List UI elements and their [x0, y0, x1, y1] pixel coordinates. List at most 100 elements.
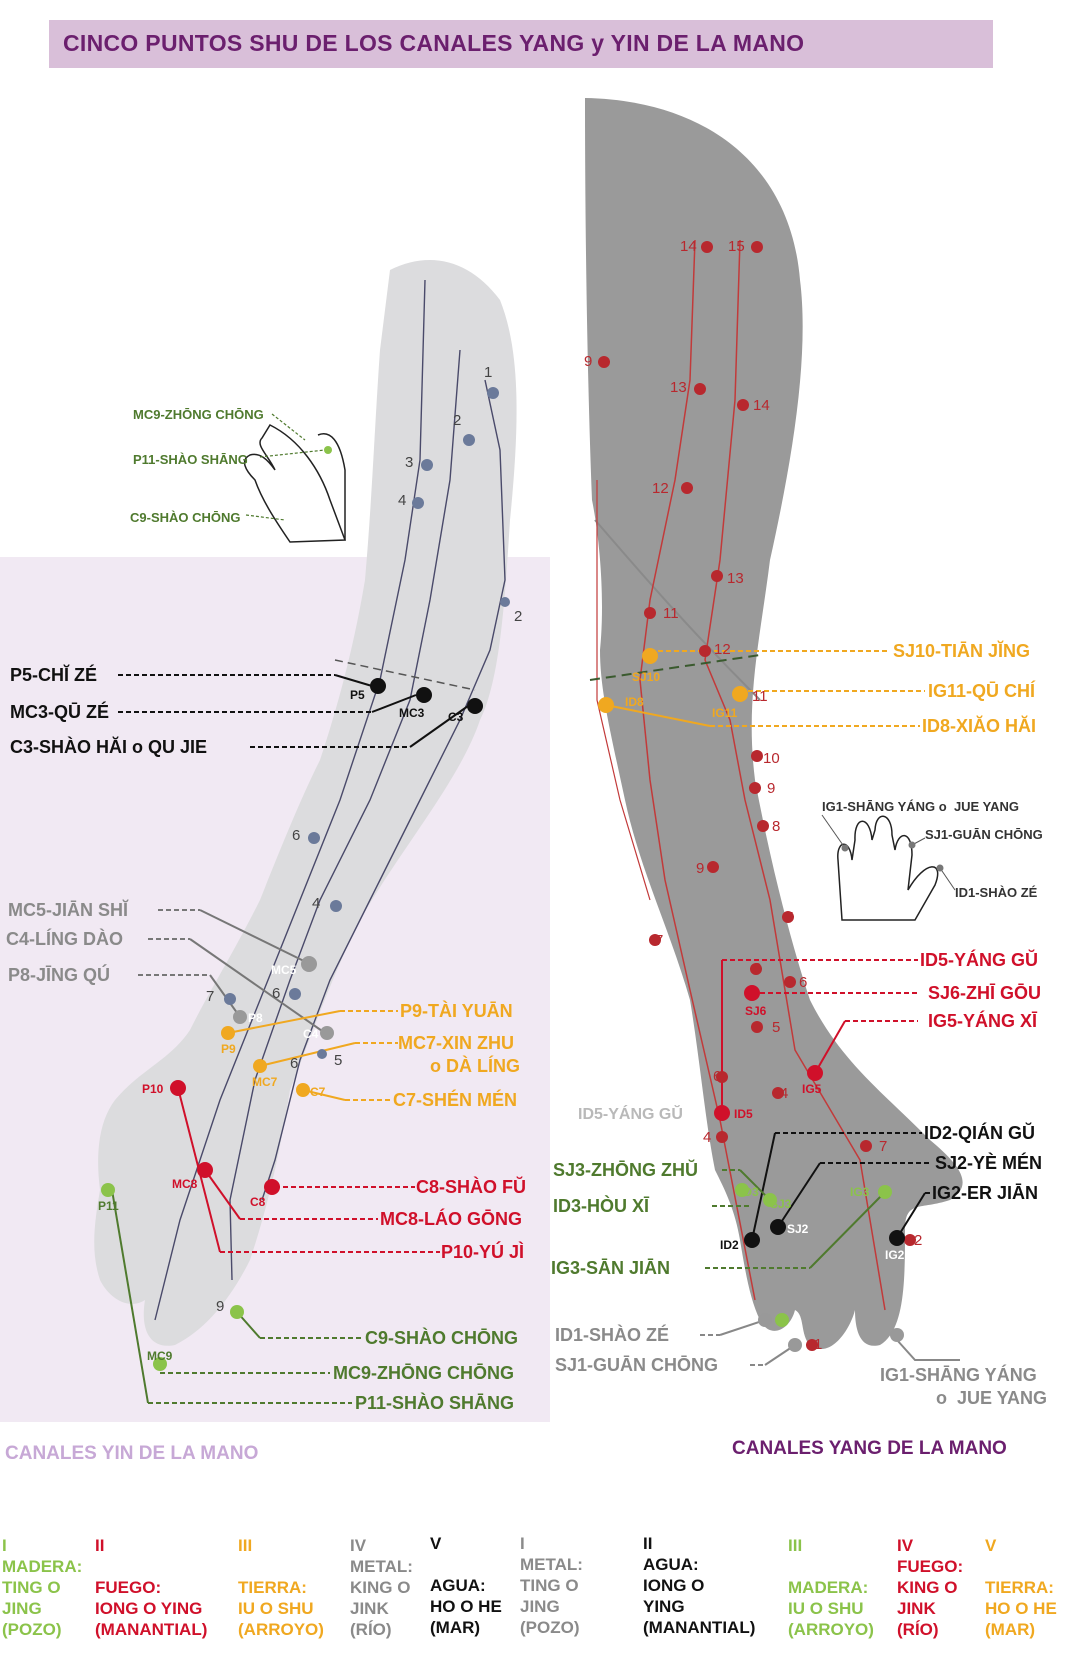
arm-illustration: [94, 98, 963, 1404]
yang-section-title: CANALES YANG DE LA MANO: [732, 1438, 1007, 1459]
num-label: 11: [663, 605, 679, 622]
tag-sj6: SJ6: [745, 1004, 767, 1018]
num-label: 6: [272, 985, 281, 1002]
page-title: CINCO PUNTOS SHU DE LOS CANALES YANG y Y…: [63, 30, 805, 56]
num-label: 5: [772, 1019, 781, 1036]
label-c4: C4-LÍNG DÀO: [6, 929, 123, 949]
tag-mc5: MC5: [271, 963, 297, 977]
tag-p10: P10: [142, 1082, 164, 1096]
num-label: 7: [785, 909, 794, 926]
tag-p9: P9: [221, 1042, 236, 1056]
label-c3: C3-SHÀO HĂI o QU JIE: [10, 737, 208, 757]
label-p10: P10-YÚ JÌ: [441, 1242, 525, 1262]
faint-id5-label: ID5-YÁNG GŬ: [578, 1106, 683, 1123]
tag-p5: P5: [350, 688, 365, 702]
yang-points: [598, 648, 905, 1352]
yin-hand-inset: [243, 424, 347, 543]
tag-id3: ID3: [740, 1185, 759, 1199]
yin-points: [101, 678, 483, 1371]
yang-hand-inset: [837, 815, 939, 921]
tag-ig2: IG2: [885, 1248, 905, 1262]
tag-mc8: MC8: [172, 1177, 198, 1191]
num-label: 4: [780, 1085, 789, 1102]
num-label: 1: [484, 364, 493, 381]
tag-c8: C8: [250, 1195, 266, 1209]
tag-ig5: IG5: [802, 1082, 822, 1096]
label-id2: ID2-QIÁN GŬ: [924, 1123, 1036, 1143]
num-label: 3: [405, 454, 414, 471]
label-mc8: MC8-LÁO GŌNG: [380, 1209, 522, 1229]
tag-id2: ID2: [720, 1238, 739, 1252]
title-bar: CINCO PUNTOS SHU DE LOS CANALES YANG y Y…: [49, 20, 993, 68]
num-label: 10: [763, 750, 780, 767]
label-sj1: SJ1-GUĀN CHŌNG: [555, 1355, 719, 1375]
label-sj3: SJ3-ZHŌNG ZHŬ: [553, 1160, 699, 1180]
inset-label-mc9: MC9-ZHŌNG CHŌNG: [133, 407, 264, 422]
label-c8: C8-SHÀO FŬ: [416, 1177, 527, 1197]
tag-ig3: IG3: [850, 1185, 870, 1199]
num-label: 14: [680, 238, 697, 255]
tag-c3: C3: [448, 710, 464, 724]
num-label: 13: [670, 379, 687, 396]
tag-sj3: SJ3: [770, 1197, 792, 1211]
yang-arm-silhouette: [585, 98, 963, 1350]
tag-p8: P8: [248, 1011, 263, 1025]
num-label: 8: [772, 818, 781, 835]
num-label: 5: [334, 1052, 343, 1069]
label-id1: ID1-SHÀO ZÉ: [555, 1325, 670, 1345]
num-label: 7: [879, 1138, 888, 1155]
yin-arm-silhouette: [94, 260, 517, 1346]
label-mc9: MC9-ZHŌNG CHŌNG: [333, 1363, 514, 1383]
inset-label-p11: P11-SHÀO SHĀNG: [133, 452, 248, 467]
tag-c7: C7: [310, 1085, 326, 1099]
tag-c4: C4: [303, 1027, 319, 1041]
num-label: 4: [703, 1129, 712, 1146]
label-mc3: MC3-QŪ ZÉ: [10, 702, 109, 722]
tag-mc7: MC7: [252, 1075, 278, 1089]
label-mc7: MC7-XIN ZHU: [398, 1033, 514, 1053]
label-id3: ID3-HÒU XĪ: [553, 1196, 650, 1216]
label-ig1-alt: o JUE YANG: [936, 1388, 1048, 1408]
tag-p11: P11: [98, 1199, 119, 1213]
num-label: 7: [655, 932, 664, 949]
num-label: 1: [814, 1336, 823, 1353]
num-label: 9: [767, 780, 776, 797]
num-label: 4: [312, 895, 321, 912]
label-p9: P9-TÀI YUĀN: [400, 1001, 513, 1021]
label-p8: P8-JĪNG QÚ: [8, 965, 111, 985]
num-label: 6: [290, 1055, 299, 1072]
label-ig3: IG3-SĀN JIĀN: [551, 1258, 671, 1278]
label-mc7-alt: o DÀ LÍNG: [430, 1056, 520, 1076]
label-ig1: IG1-SHĀNG YÁNG: [880, 1365, 1037, 1385]
tag-sj10: SJ10: [632, 670, 661, 684]
num-label: 7: [206, 988, 215, 1005]
num-label: 6: [292, 827, 301, 844]
num-label: 9: [584, 353, 593, 370]
num-label: 2: [914, 1232, 923, 1249]
tag-ig11: IG11: [712, 706, 738, 720]
num-label: 9: [696, 860, 705, 877]
inset-label-sj1: SJ1-GUĀN CHŌNG: [925, 827, 1043, 842]
num-label: 4: [398, 492, 407, 509]
num-label: 8: [753, 960, 762, 977]
tag-mc9: MC9: [147, 1349, 173, 1363]
label-p11: P11-SHÀO SHĀNG: [355, 1393, 515, 1413]
num-label: 13: [727, 570, 744, 587]
yin-section-title: CANALES YIN DE LA MANO: [5, 1443, 259, 1464]
label-sj2: SJ2-YÈ MÉN: [935, 1153, 1043, 1173]
tag-sj2: SJ2: [787, 1222, 809, 1236]
tag-id5: ID5: [734, 1107, 753, 1121]
label-id8: ID8-XIĂO HĂI: [922, 716, 1037, 736]
num-label: 15: [728, 238, 745, 255]
num-label: 12: [714, 641, 731, 658]
label-p5: P5-CHĬ ZÉ: [10, 665, 98, 685]
tag-mc3: MC3: [399, 706, 425, 720]
